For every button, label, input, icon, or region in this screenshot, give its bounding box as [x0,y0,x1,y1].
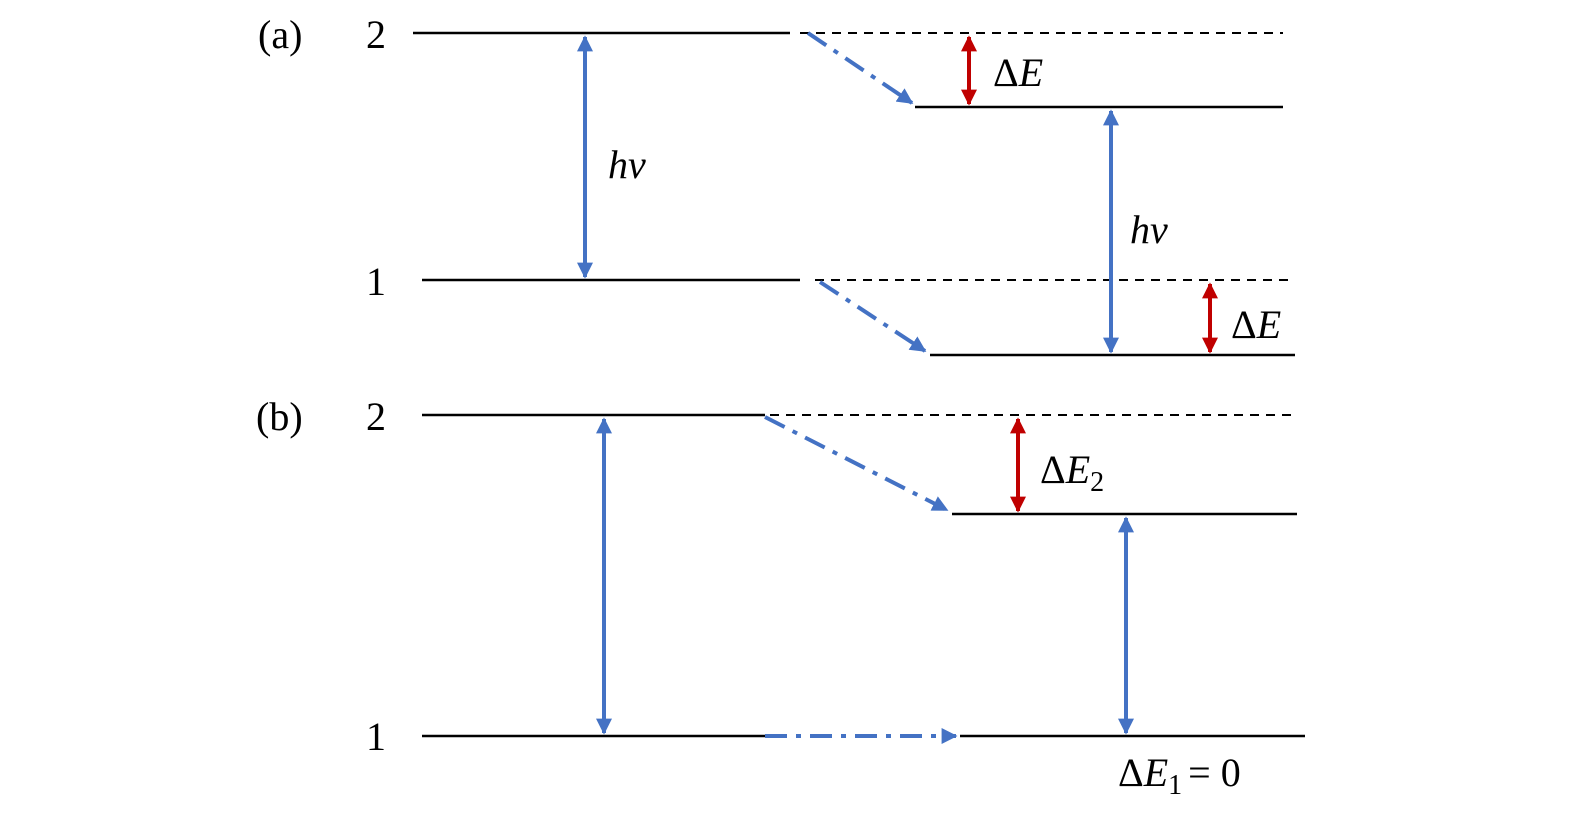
shift-arrow-level-2 [764,415,949,512]
level-2-label: 2 [366,12,386,57]
shift-arrow-level-1 [818,280,927,353]
delta-e-label-upper: ΔE [993,50,1043,95]
panel-a-label: (a) [258,12,302,57]
photon-label-right: hν [1130,207,1168,252]
shift-arrow-level-2 [806,31,914,105]
level-1-label: 1 [366,259,386,304]
panel-b: (b) 2 1 ΔE2 ΔE1= 0 [256,394,1305,801]
photon-label-left: hν [608,142,646,187]
level-2-label: 2 [366,394,386,439]
panel-b-label: (b) [256,394,303,439]
level-1-label: 1 [366,714,386,759]
delta-e2-label: ΔE2 [1040,447,1104,498]
delta-e1-label: ΔE1= 0 [1118,750,1241,801]
delta-e-label-lower: ΔE [1231,302,1281,347]
panel-a: (a) 2 1 hν hν ΔE ΔE [258,12,1295,357]
